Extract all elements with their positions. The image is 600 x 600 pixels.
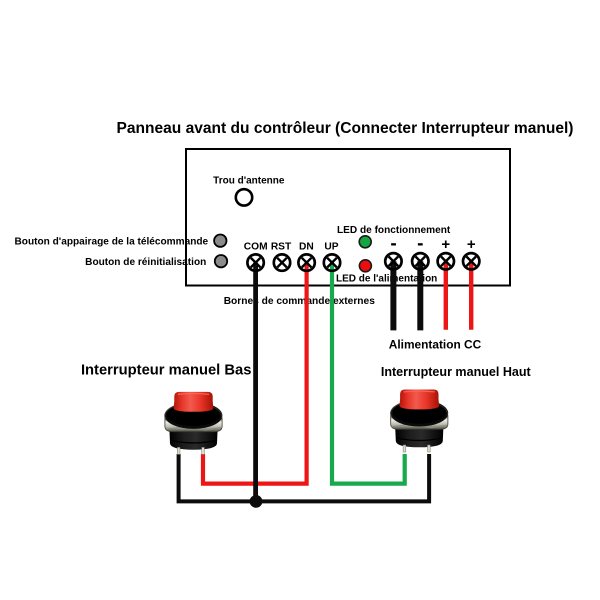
antenna-hole: [234, 187, 254, 207]
antenna-hole-label: Trou d'antenne: [213, 175, 285, 186]
terminal-sign-plus-2: +: [467, 236, 476, 253]
reset-button: [213, 254, 229, 269]
terminal-plus-2: [461, 251, 481, 271]
wire-junction-dot: [249, 495, 263, 508]
reset-button-label: Bouton de réinitialisation: [85, 257, 206, 268]
terminal-label-com: COM: [244, 241, 268, 252]
down-switch-label: Interrupteur manuel Bas: [81, 363, 251, 379]
terminal-minus-2: [410, 251, 430, 271]
external-terminals-label: Bornes de commande externes: [224, 296, 376, 307]
running-led-label: LED de fonctionnement: [337, 225, 451, 236]
power-wires-negative: [390, 261, 424, 331]
running-led: [358, 235, 373, 249]
terminal-label-up: UP: [324, 241, 338, 252]
terminal-com: [246, 253, 266, 273]
pairing-button-label: Bouton d'appairage de la télécommande: [15, 236, 209, 247]
terminal-sign-plus-1: +: [441, 236, 450, 253]
terminal-sign-minus-2: -: [417, 234, 423, 255]
terminal-up: [322, 253, 342, 273]
terminal-sign-minus-1: -: [390, 234, 396, 255]
common-bus-wire-black: [176, 454, 432, 504]
terminal-dn: [297, 253, 317, 273]
up-wire-green: [329, 262, 407, 486]
up-switch-label: Interrupteur manuel Haut: [381, 365, 532, 379]
power-led-label: LED de l'alimentation: [336, 273, 437, 284]
diagram-title: Panneau avant du contrôleur (Connecter I…: [117, 120, 574, 137]
terminal-label-rst: RST: [271, 241, 292, 252]
controller-panel-outline: [185, 148, 511, 287]
terminal-plus-1: [436, 251, 456, 271]
terminal-minus-1: [383, 251, 403, 271]
pairing-button: [213, 233, 228, 248]
power-led: [358, 258, 373, 273]
screw-terminals: [246, 251, 481, 273]
terminal-rst: [272, 253, 292, 273]
power-wires-positive: [443, 261, 474, 330]
dc-power-label: Alimentation CC: [389, 337, 482, 351]
terminal-label-dn: DN: [299, 241, 314, 252]
